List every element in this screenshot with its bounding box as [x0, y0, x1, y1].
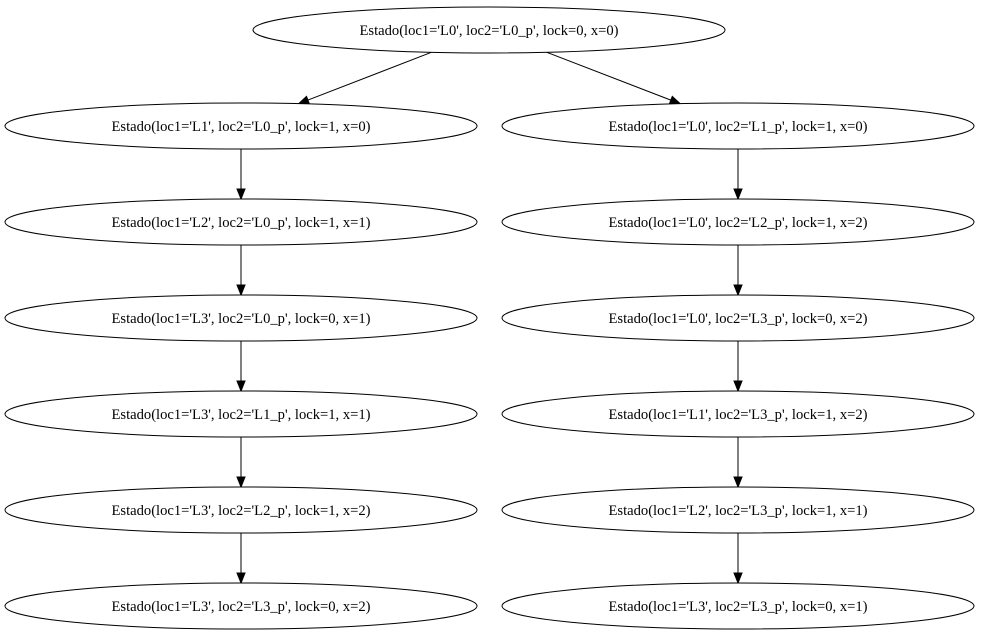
nodes-layer: Estado(loc1='L0', loc2='L0_p', lock=0, x… [4, 6, 975, 630]
edge-r3-r4 [733, 341, 743, 393]
node-ellipse [252, 6, 726, 54]
node-ellipse [4, 390, 478, 438]
node-ellipse [501, 390, 975, 438]
node-ellipse [4, 582, 478, 630]
edge-r4-r5 [733, 437, 743, 489]
node-ellipse [4, 198, 478, 246]
edge-line [307, 51, 432, 101]
node-label: Estado(loc1='L3', loc2='L0_p', lock=0, x… [111, 311, 370, 327]
node-ellipse [501, 102, 975, 150]
arrowhead-icon [236, 284, 246, 297]
node-label: Estado(loc1='L3', loc2='L3_p', lock=0, x… [111, 599, 370, 615]
edge-l3-l4 [236, 341, 246, 393]
edge-root-l1 [297, 51, 432, 105]
node-label: Estado(loc1='L1', loc2='L3_p', lock=1, x… [608, 407, 867, 423]
state-node-root: Estado(loc1='L0', loc2='L0_p', lock=0, x… [252, 6, 726, 54]
state-node-l5: Estado(loc1='L3', loc2='L2_p', lock=1, x… [4, 486, 478, 534]
state-node-r6: Estado(loc1='L3', loc2='L3_p', lock=0, x… [501, 582, 975, 630]
node-ellipse [501, 294, 975, 342]
edge-root-r1 [546, 51, 682, 105]
arrowhead-icon [236, 380, 246, 393]
arrowhead-icon [236, 188, 246, 201]
state-node-r4: Estado(loc1='L1', loc2='L3_p', lock=1, x… [501, 390, 975, 438]
node-label: Estado(loc1='L0', loc2='L3_p', lock=0, x… [608, 311, 867, 327]
node-label: Estado(loc1='L1', loc2='L0_p', lock=1, x… [111, 119, 370, 135]
node-label: Estado(loc1='L3', loc2='L1_p', lock=1, x… [111, 407, 370, 423]
node-ellipse [4, 294, 478, 342]
node-label: Estado(loc1='L0', loc2='L1_p', lock=1, x… [608, 119, 867, 135]
arrowhead-icon [668, 95, 682, 105]
arrowhead-icon [733, 572, 743, 585]
arrowhead-icon [733, 188, 743, 201]
edge-l5-l6 [236, 533, 246, 585]
state-node-l4: Estado(loc1='L3', loc2='L1_p', lock=1, x… [4, 390, 478, 438]
edge-line [546, 51, 672, 101]
state-node-l2: Estado(loc1='L2', loc2='L0_p', lock=1, x… [4, 198, 478, 246]
state-node-l1: Estado(loc1='L1', loc2='L0_p', lock=1, x… [4, 102, 478, 150]
edges-layer [236, 51, 743, 585]
node-ellipse [501, 486, 975, 534]
state-node-r2: Estado(loc1='L0', loc2='L2_p', lock=1, x… [501, 198, 975, 246]
state-node-l6: Estado(loc1='L3', loc2='L3_p', lock=0, x… [4, 582, 478, 630]
node-ellipse [4, 102, 478, 150]
arrowhead-icon [733, 284, 743, 297]
state-node-r1: Estado(loc1='L0', loc2='L1_p', lock=1, x… [501, 102, 975, 150]
arrowhead-icon [236, 572, 246, 585]
arrowhead-icon [733, 476, 743, 489]
edge-l4-l5 [236, 437, 246, 489]
node-ellipse [501, 582, 975, 630]
edge-l1-l2 [236, 149, 246, 201]
node-label: Estado(loc1='L3', loc2='L2_p', lock=1, x… [111, 503, 370, 519]
arrowhead-icon [297, 95, 311, 105]
node-label: Estado(loc1='L2', loc2='L0_p', lock=1, x… [111, 215, 370, 231]
state-node-l3: Estado(loc1='L3', loc2='L0_p', lock=0, x… [4, 294, 478, 342]
node-label: Estado(loc1='L0', loc2='L2_p', lock=1, x… [608, 215, 867, 231]
edge-l2-l3 [236, 245, 246, 297]
edge-r1-r2 [733, 149, 743, 201]
arrowhead-icon [733, 380, 743, 393]
node-label: Estado(loc1='L0', loc2='L0_p', lock=0, x… [359, 23, 618, 39]
node-label: Estado(loc1='L2', loc2='L3_p', lock=1, x… [608, 503, 867, 519]
state-node-r5: Estado(loc1='L2', loc2='L3_p', lock=1, x… [501, 486, 975, 534]
edge-r5-r6 [733, 533, 743, 585]
edge-r2-r3 [733, 245, 743, 297]
state-node-r3: Estado(loc1='L0', loc2='L3_p', lock=0, x… [501, 294, 975, 342]
arrowhead-icon [236, 476, 246, 489]
node-ellipse [501, 198, 975, 246]
node-label: Estado(loc1='L3', loc2='L3_p', lock=0, x… [608, 599, 867, 615]
node-ellipse [4, 486, 478, 534]
